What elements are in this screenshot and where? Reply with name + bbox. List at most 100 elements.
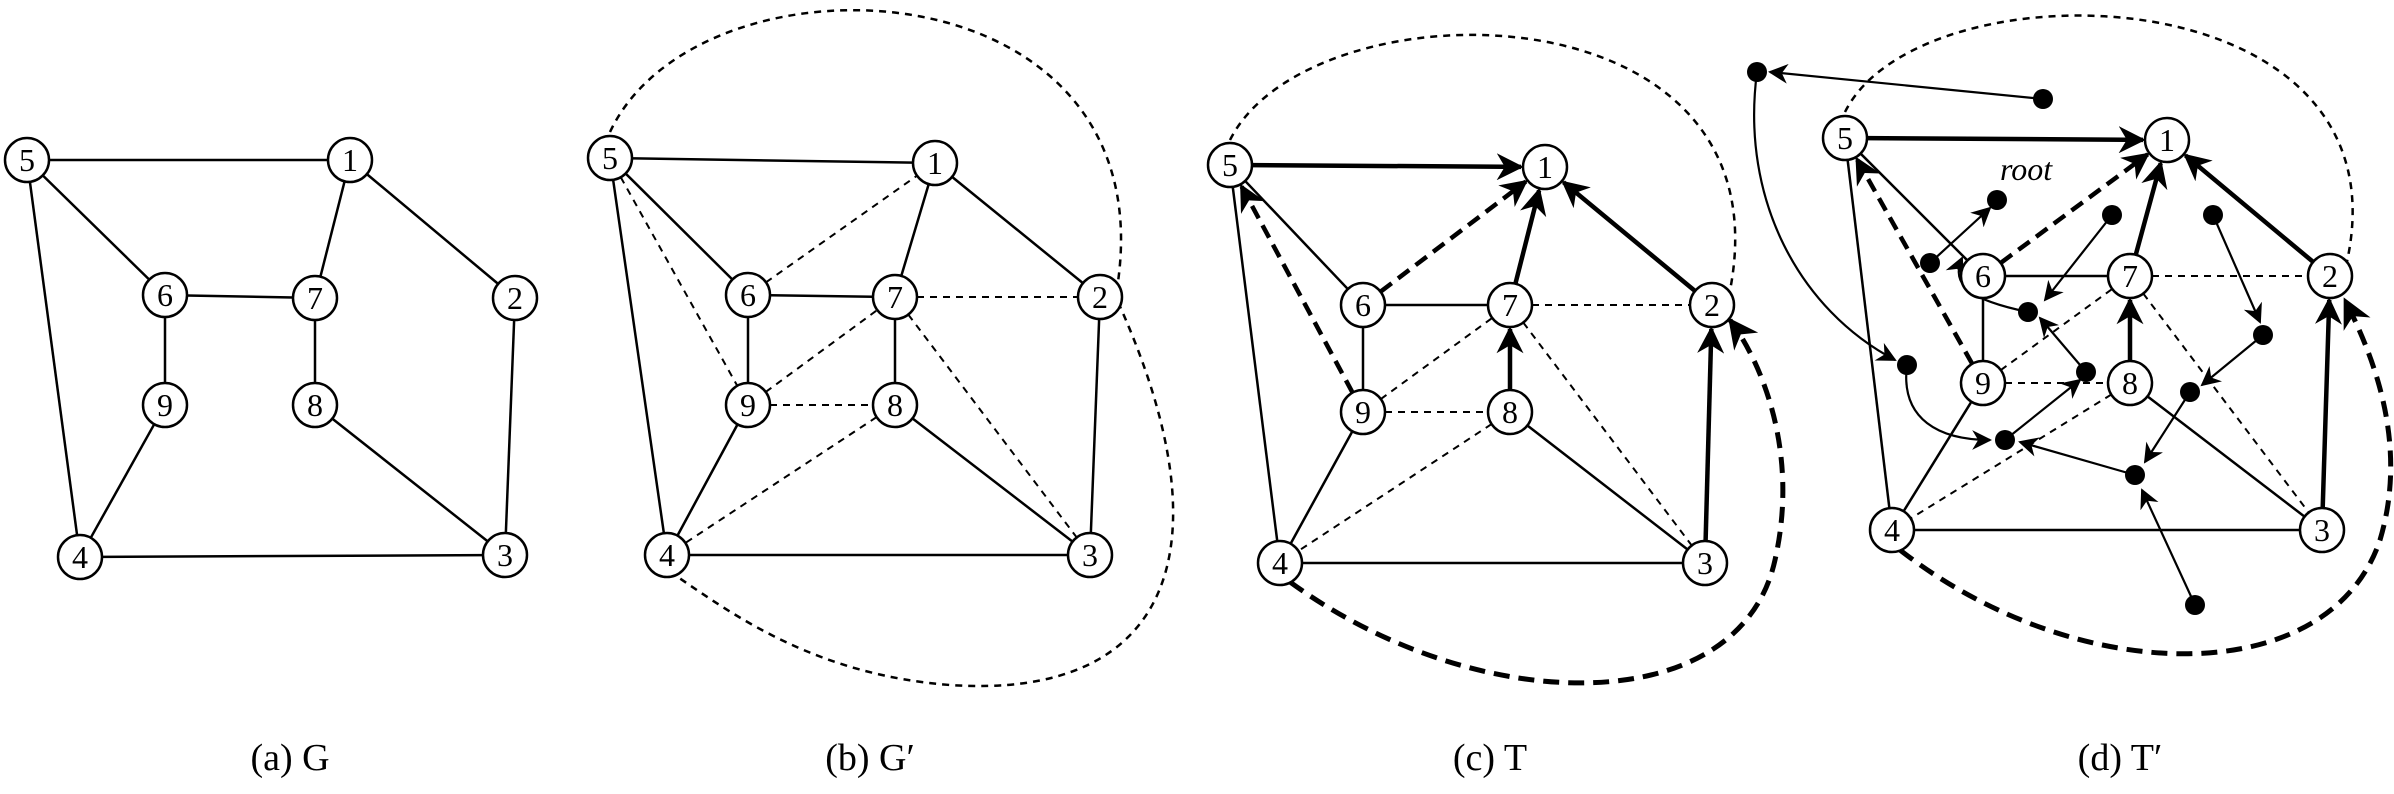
node-5 <box>1821 114 1869 162</box>
outer-edge-5-2 <box>608 9 1123 301</box>
node-label-3: 3 <box>1697 545 1713 581</box>
node-7 <box>871 273 919 321</box>
edge-8-4 <box>684 416 878 544</box>
node-4 <box>1868 506 1916 554</box>
node-label-8: 8 <box>307 387 323 423</box>
node-7 <box>2106 252 2154 300</box>
node-label-4: 4 <box>659 537 675 573</box>
node-label-7: 7 <box>2122 258 2138 294</box>
node-6 <box>141 271 189 319</box>
edge-7-1 <box>1513 187 1547 285</box>
node-label-6: 6 <box>1355 287 1371 323</box>
edge-7-1 <box>2133 160 2168 256</box>
node-label-1: 1 <box>927 145 943 181</box>
node-label-6: 6 <box>157 277 173 313</box>
caption-d: (d) T′ <box>2078 737 2163 779</box>
edge-5-1 <box>631 157 914 164</box>
node-8 <box>291 381 339 429</box>
node-7 <box>1486 281 1534 329</box>
edge-5-4 <box>28 181 79 536</box>
node-label-4: 4 <box>1272 545 1288 581</box>
dual-edge <box>2211 214 2262 324</box>
node-5 <box>586 134 634 182</box>
node-1 <box>326 136 374 184</box>
node-label-7: 7 <box>887 279 903 315</box>
edge-3-2 <box>1697 326 1725 542</box>
node-2 <box>1076 273 1124 321</box>
node-label-9: 9 <box>1975 365 1991 401</box>
dual-edge <box>2038 316 2087 373</box>
edge-8-4 <box>1910 393 2112 520</box>
node-3 <box>481 531 529 579</box>
dual-edge <box>1768 63 2044 101</box>
node-8 <box>2106 359 2154 407</box>
node-label-9: 9 <box>1355 394 1371 430</box>
edge-5-4 <box>1846 159 1891 509</box>
node-1 <box>911 139 959 187</box>
edge-9-4 <box>676 423 739 537</box>
node-label-8: 8 <box>2122 365 2138 401</box>
edge-7-3 <box>2142 292 2310 514</box>
node-5 <box>3 136 51 184</box>
edge-9-7 <box>2000 288 2113 371</box>
edge-6-7 <box>186 294 294 299</box>
node-label-1: 1 <box>1537 149 1553 185</box>
dual-edge <box>1929 206 1992 264</box>
edge-5-1 <box>1866 126 2146 154</box>
node-label-8: 8 <box>1502 394 1518 430</box>
node-9 <box>724 381 772 429</box>
node-8 <box>871 381 919 429</box>
node-9 <box>141 381 189 429</box>
edge-2-1 <box>2183 153 2315 264</box>
node-label-5: 5 <box>19 142 35 178</box>
root-label: root <box>2000 151 2053 187</box>
node-6 <box>1959 252 2007 300</box>
dual-edge <box>2018 437 2136 477</box>
caption-c: (c) T <box>1453 737 1527 779</box>
edge-8-3 <box>911 417 1074 543</box>
node-8 <box>1486 388 1534 436</box>
edge-9-5 <box>1239 183 1355 394</box>
node-label-2: 2 <box>2322 258 2338 294</box>
node-4 <box>1256 539 1304 587</box>
outer-edge-5-2 <box>1843 14 2354 271</box>
node-label-1: 1 <box>2159 122 2175 158</box>
dual-edge <box>1905 364 1992 450</box>
edge-4-3 <box>101 553 484 559</box>
caption-a: (a) G <box>250 737 329 779</box>
edge-8-3 <box>1526 424 1689 551</box>
edge-1-7 <box>900 183 930 277</box>
edge-2-1 <box>1561 180 1697 293</box>
edge-5-1 <box>1251 153 1524 181</box>
node-label-8: 8 <box>887 387 903 423</box>
node-2 <box>1688 281 1736 329</box>
node-2 <box>491 274 539 322</box>
node-9 <box>1339 388 1387 436</box>
edge-9-7 <box>765 309 878 393</box>
node-label-2: 2 <box>1092 279 1108 315</box>
outer-edge-4-2 <box>1288 317 1786 686</box>
node-label-5: 5 <box>1837 120 1853 156</box>
node-label-5: 5 <box>1222 147 1238 183</box>
edge-2-3 <box>1089 318 1101 534</box>
edge-5-4 <box>1231 186 1279 542</box>
node-4 <box>643 531 691 579</box>
edge-7-3 <box>907 313 1078 539</box>
node-label-3: 3 <box>2314 512 2330 548</box>
edge-5-6 <box>1859 152 1969 262</box>
edge-5-6 <box>1244 180 1349 290</box>
node-7 <box>291 274 339 322</box>
node-label-2: 2 <box>507 280 523 316</box>
edge-6-7 <box>769 294 874 298</box>
dual-vertex <box>1987 190 2007 210</box>
edge-7-3 <box>1522 321 1693 547</box>
node-label-1: 1 <box>342 142 358 178</box>
node-6 <box>724 271 772 319</box>
edge-5-9 <box>619 176 739 387</box>
node-3 <box>2298 506 2346 554</box>
edge-9-5 <box>1854 156 1975 365</box>
